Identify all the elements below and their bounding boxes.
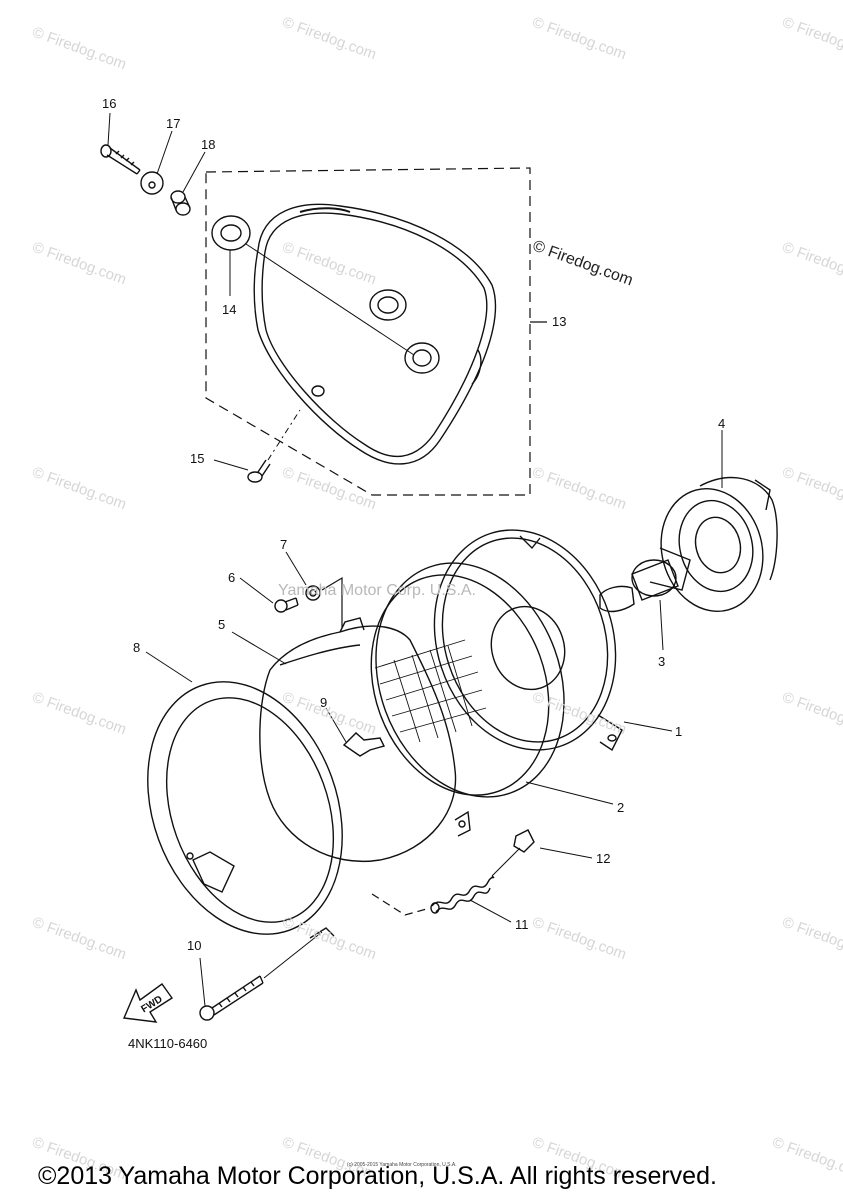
diagram-code: 4NK110-6460 (128, 1036, 208, 1051)
part-label-3: 3 (658, 654, 666, 669)
collar-18 (170, 190, 191, 216)
headlight-rim-8 (147, 681, 343, 939)
part-label-16: 16 (102, 96, 117, 111)
part-label-5: 5 (218, 617, 226, 632)
part-label-18: 18 (201, 137, 216, 152)
forward-arrow-icon: FWD (122, 983, 173, 1023)
part-label-13: 13 (552, 314, 567, 329)
washer-17 (140, 171, 164, 195)
part-label-15: 15 (190, 451, 205, 466)
part-label-11: 11 (515, 917, 529, 932)
part-label-12: 12 (596, 851, 611, 866)
headlight-lens-2 (370, 562, 565, 798)
bolt-6 (274, 597, 299, 613)
part-label-17: 17 (166, 116, 181, 131)
part-label-7: 7 (280, 537, 288, 552)
fine-print: (c) 2005-2015 Yamaha Motor Corporation, … (347, 1162, 457, 1168)
headlight-housing (253, 203, 497, 465)
part-label-14: 14 (222, 302, 237, 317)
spring-11 (430, 875, 495, 914)
leader-lines (107, 112, 723, 1007)
part-label-10: 10 (187, 938, 202, 953)
part-label-9: 9 (320, 695, 328, 710)
nut-7 (305, 585, 321, 601)
part-label-1: 1 (675, 724, 683, 739)
screw-16 (100, 144, 141, 175)
grommet-14 (211, 215, 251, 251)
part-label-2: 2 (617, 800, 625, 815)
nut-clip-12 (513, 829, 535, 853)
screw-10 (199, 975, 264, 1021)
watermark-inline: Yamaha Motor Corp. U.S.A. (278, 582, 476, 599)
part-label-8: 8 (133, 640, 141, 655)
bulb-3 (599, 547, 691, 613)
screw-15 (247, 459, 271, 483)
part-label-4: 4 (718, 416, 726, 431)
part-label-6: 6 (228, 570, 236, 585)
clip-9 (342, 732, 386, 757)
copyright-notice: ©2013 Yamaha Motor Corporation, U.S.A. A… (38, 1162, 717, 1190)
headlight-unit-1 (433, 529, 623, 752)
socket-cover-4 (660, 476, 778, 612)
